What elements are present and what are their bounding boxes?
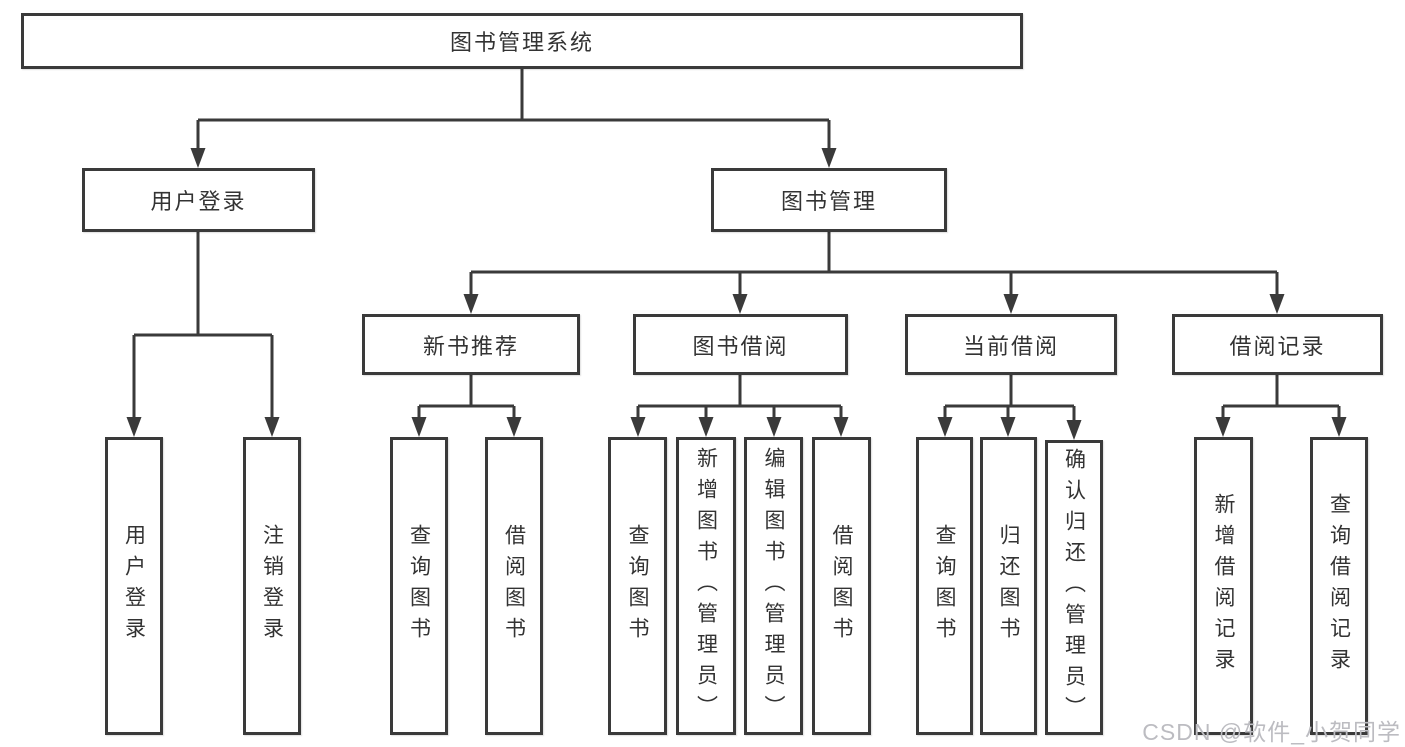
node-label: 当前借阅 — [962, 333, 1059, 359]
leaf-label: 用户登录 — [122, 524, 146, 648]
leaf-label: 借阅图书 — [830, 524, 853, 648]
leaf-return-books: 归还图书 — [980, 437, 1037, 735]
node-label: 用户登录 — [150, 189, 247, 214]
leaf-confirm-return-admin: 确认归还（管理员） — [1045, 440, 1103, 735]
node-book-management: 图书管理 — [711, 168, 947, 232]
leaf-label: 新增借阅记录 — [1212, 493, 1235, 679]
leaf-user-login: 用户登录 — [105, 437, 163, 735]
leaf-borrow-books-recommend: 借阅图书 — [485, 437, 543, 735]
leaf-query-books-borrowing: 查询图书 — [608, 437, 667, 735]
node-current-borrowing: 当前借阅 — [905, 314, 1117, 375]
node-label: 借阅记录 — [1229, 333, 1326, 359]
leaf-label: 注销登录 — [260, 524, 284, 648]
leaf-query-books-current: 查询图书 — [916, 437, 973, 735]
node-label: 图书管理 — [780, 189, 877, 214]
node-label: 图书借阅 — [692, 333, 789, 359]
leaf-label: 查询图书 — [933, 524, 956, 648]
leaf-label: 编辑图书（管理员） — [762, 446, 785, 726]
node-new-book-recommend: 新书推荐 — [362, 314, 580, 375]
node-library-management-system: 图书管理系统 — [21, 13, 1023, 69]
leaf-edit-book-admin: 编辑图书（管理员） — [744, 437, 803, 735]
node-label: 新书推荐 — [422, 333, 519, 359]
leaf-label: 确认归还（管理员） — [1062, 448, 1086, 727]
leaf-logout: 注销登录 — [243, 437, 301, 735]
leaf-label: 归还图书 — [997, 524, 1020, 648]
node-borrowing-records: 借阅记录 — [1172, 314, 1383, 375]
leaf-add-book-admin: 新增图书（管理员） — [676, 437, 736, 735]
leaf-query-borrow-record: 查询借阅记录 — [1310, 437, 1368, 735]
leaf-add-borrow-record: 新增借阅记录 — [1194, 437, 1253, 735]
leaf-query-books-recommend: 查询图书 — [390, 437, 448, 735]
leaf-label: 新增图书（管理员） — [694, 446, 718, 726]
leaf-label: 查询图书 — [407, 524, 431, 648]
leaf-borrow-books-borrowing: 借阅图书 — [812, 437, 871, 735]
leaf-label: 借阅图书 — [502, 524, 526, 648]
node-label: 图书管理系统 — [449, 30, 594, 55]
leaf-label: 查询图书 — [626, 524, 649, 648]
csdn-watermark: CSDN @软件_小贺同学 — [1142, 719, 1401, 745]
node-book-borrowing: 图书借阅 — [633, 314, 848, 375]
node-user-login: 用户登录 — [82, 168, 315, 232]
leaf-label: 查询借阅记录 — [1327, 493, 1351, 679]
